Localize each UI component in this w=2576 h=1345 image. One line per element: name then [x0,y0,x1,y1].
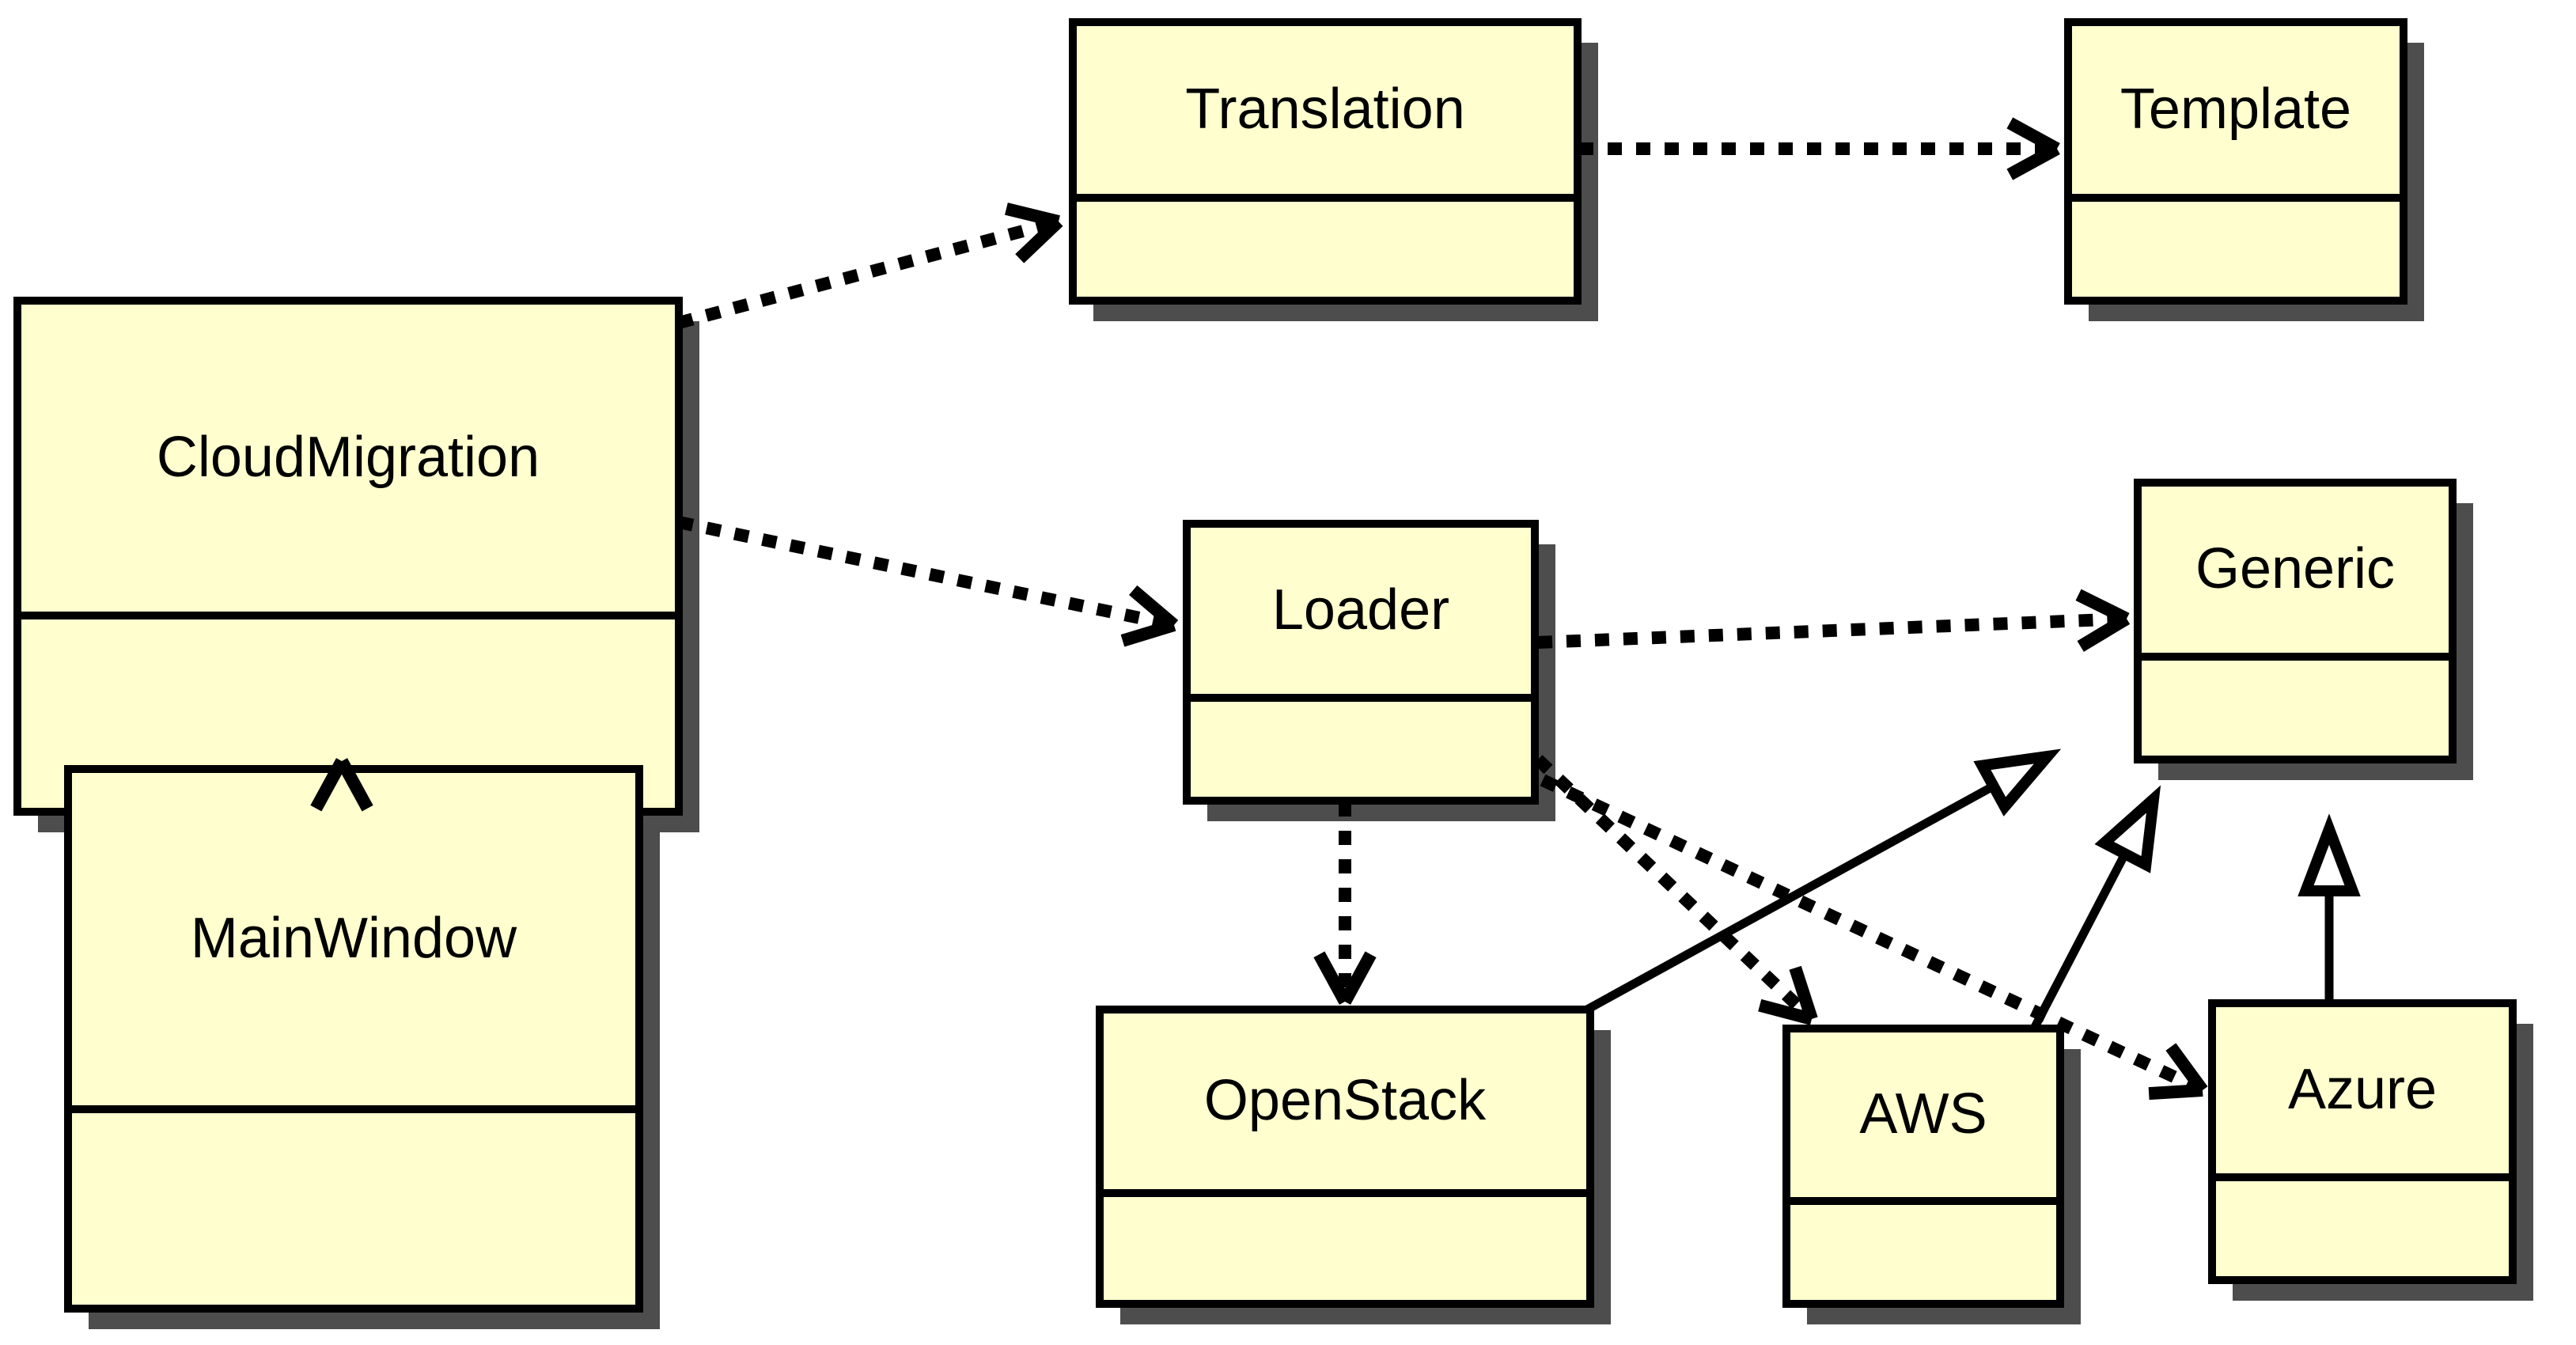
arrowhead-hollow-triangle-openstack-generic [1973,748,2062,816]
relation-loader-azure[interactable] [1540,774,2200,1093]
arrowhead-open-v-loader-generic [2075,589,2131,652]
class-node-azure[interactable]: Azure [2208,999,2517,1284]
relation-loader-generic[interactable] [1537,612,2121,649]
arrowhead-open-v-translation-template [2006,117,2060,180]
class-name-label: Azure [2288,1058,2437,1121]
class-name-label: OpenStack [1204,1069,1487,1132]
relation-loader-aws[interactable] [1533,755,1812,1020]
arrowhead-open-v-cloudmigration-loader [1120,585,1179,647]
class-name-label: Generic [2195,537,2395,601]
arrowhead-hollow-triangle-azure-generic [2298,813,2361,896]
class-node-cloudmigration[interactable]: CloudMigration [13,297,683,816]
class-node-aws[interactable]: AWS [1782,1025,2064,1308]
relation-cloudmigration-translation[interactable] [676,217,1055,329]
class-name-label: MainWindow [191,907,517,970]
class-name-label: AWS [1859,1082,1987,1146]
arrowhead-layer [310,117,2361,1101]
arrowhead-open-v-cloudmigration-mainwindow [310,758,373,812]
class-name-label: Loader [1272,578,1449,642]
relation-openstack-generic[interactable] [1585,780,1998,1013]
class-node-mainwindow[interactable]: MainWindow [64,765,643,1313]
arrowhead-open-v-loader-aws [1758,965,1818,1025]
class-node-openstack[interactable]: OpenStack [1096,1006,1594,1308]
class-node-generic[interactable]: Generic [2134,479,2457,763]
class-node-template[interactable]: Template [2064,18,2407,305]
relation-layer [335,142,2334,1093]
relation-aws-generic[interactable] [2031,849,2131,1029]
arrowhead-hollow-triangle-aws-generic [2094,785,2161,873]
class-name-label: Template [2120,78,2351,141]
class-node-translation[interactable]: Translation [1069,18,1582,305]
class-name-label: CloudMigration [157,426,540,489]
class-name-label: Translation [1185,78,1465,141]
arrowhead-open-v-cloudmigration-translation [1005,203,1063,263]
class-node-loader[interactable]: Loader [1183,520,1539,805]
relation-cloudmigration-loader[interactable] [677,516,1169,631]
arrowhead-open-v-loader-azure [2148,1043,2208,1101]
arrowhead-open-v-loader-openstack [1313,951,1377,1005]
